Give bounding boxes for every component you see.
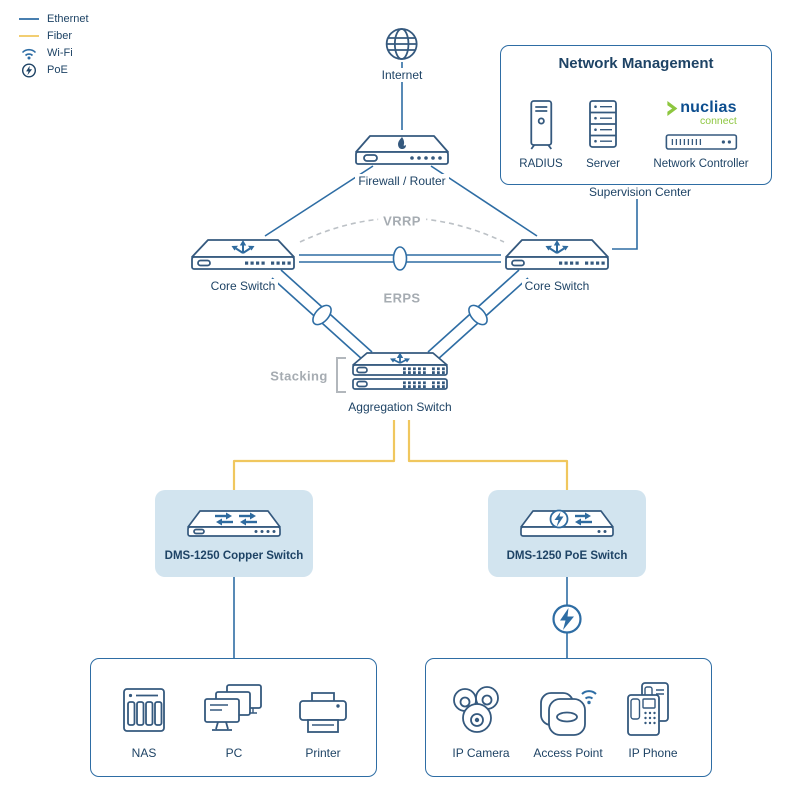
node-label: Aggregation Switch	[345, 400, 455, 415]
mgmt-item-server: Server	[586, 99, 620, 170]
stacking-label: Stacking	[265, 368, 333, 384]
globe-icon	[386, 28, 418, 60]
access-point-icon	[540, 690, 597, 736]
lag-ring-left	[312, 304, 332, 326]
dms-poe-switch-card: DMS-1250 PoE Switch	[488, 490, 646, 577]
ip-camera-icon	[453, 686, 499, 733]
lag-ring-center	[392, 246, 408, 271]
endpoint-label: IP Phone	[628, 746, 678, 760]
twisted-pair-arrows-icon	[215, 512, 257, 526]
core-switch-icon	[191, 239, 295, 270]
network-management-panel: Network Management RADIUS	[500, 45, 772, 185]
mgmt-item-radius: RADIUS	[519, 99, 563, 170]
vrrp-arc	[299, 217, 505, 243]
brand-subtitle: connect	[699, 115, 737, 127]
stacking-bracket	[336, 357, 346, 393]
node-label: Firewall / Router	[355, 174, 449, 189]
mgmt-item-label: RADIUS	[519, 158, 563, 170]
endpoint-printer: Printer	[294, 679, 352, 760]
legend-label: PoE	[47, 64, 68, 76]
endpoint-nas: NAS	[117, 679, 171, 760]
endpoint-label: Access Point	[533, 746, 603, 760]
ip-phone-icon	[627, 682, 669, 736]
endpoint-label: PC	[225, 746, 243, 760]
legend-item-wifi: Wi-Fi	[18, 46, 89, 60]
vrrp-label: VRRP	[378, 213, 426, 229]
link-firewall-core-left	[264, 165, 374, 237]
node-internet: Internet	[378, 24, 426, 83]
wifi-icon	[21, 48, 37, 60]
poe-icon	[21, 62, 37, 78]
nuclias-logo: nuclias connect	[665, 99, 737, 127]
branch-arrows-icon	[545, 240, 569, 254]
legend-label: Ethernet	[47, 13, 89, 25]
firewall-router-icon	[355, 135, 449, 165]
node-label: DMS-1250 Copper Switch	[164, 550, 304, 562]
core-switch-icon	[505, 239, 609, 270]
node-firewall: Firewall / Router	[352, 126, 452, 189]
legend-label: Wi-Fi	[47, 47, 73, 59]
dms-copper-switch-card: DMS-1250 Copper Switch	[155, 490, 313, 577]
brand-name: nuclias	[680, 99, 737, 116]
nas-icon	[123, 688, 165, 732]
stacked-switch-icon	[352, 352, 448, 390]
branch-arrows-icon	[231, 240, 255, 254]
fiber-line-swatch	[19, 35, 39, 37]
endpoint-access-point: Access Point	[531, 679, 605, 760]
fiber-agg-copper	[232, 420, 396, 490]
branch-arrows-icon	[390, 352, 410, 364]
endpoint-label: Printer	[305, 746, 341, 760]
mgmt-item-label: Network Controller	[653, 158, 749, 170]
lag-ring-right	[468, 304, 488, 326]
node-label: Internet	[378, 68, 426, 83]
node-aggregation-switch: Aggregation Switch	[345, 348, 455, 415]
erps-label: ERPS	[378, 290, 426, 306]
endpoint-label: IP Camera	[452, 746, 510, 760]
fiber-agg-poe	[407, 420, 569, 490]
node-core-switch-right: Core Switch	[502, 233, 612, 294]
poe-icon	[552, 604, 582, 634]
node-label: Core Switch	[207, 279, 279, 294]
tower-server-icon	[530, 100, 552, 150]
wifi-icon	[581, 690, 597, 705]
fiber-links	[232, 420, 569, 490]
legend-item-fiber: Fiber	[18, 29, 89, 43]
rack-server-icon	[589, 100, 617, 148]
supervision-center-label: Supervision Center	[584, 185, 696, 199]
legend-item-poe: PoE	[18, 62, 89, 78]
legend-label: Fiber	[47, 30, 73, 42]
ethernet-line-swatch	[19, 18, 39, 20]
mgmt-item-controller: nuclias connect Network Controller	[653, 99, 748, 170]
poe-bolt-icon	[549, 509, 569, 529]
panel-title: Network Management	[558, 55, 714, 72]
endpoint-pc: PC	[201, 679, 267, 760]
erps-ring	[271, 246, 529, 361]
poe-switch-icon	[520, 509, 614, 537]
copper-switch-icon	[187, 510, 281, 537]
node-label: DMS-1250 PoE Switch	[506, 550, 628, 562]
nuclias-mark-icon	[667, 100, 678, 116]
printer-icon	[299, 692, 347, 733]
endpoint-ip-phone: IP Phone	[620, 679, 686, 760]
link-management-core-right	[612, 186, 638, 250]
node-core-switch-left: Core Switch	[188, 233, 298, 294]
legend-item-ethernet: Ethernet	[18, 12, 89, 26]
poe-inline-badge	[550, 602, 584, 636]
twisted-pair-arrows-icon	[575, 512, 592, 526]
flame-icon	[398, 137, 406, 149]
network-controller-icon	[665, 134, 737, 150]
poe-endpoints-panel: IP Camera Access Point	[425, 658, 712, 777]
wired-endpoints-panel: NAS PC	[90, 658, 377, 777]
pc-icon	[204, 684, 262, 731]
endpoint-ip-camera: IP Camera	[445, 679, 517, 760]
endpoint-label: NAS	[131, 746, 157, 760]
legend: Ethernet Fiber Wi-Fi PoE	[18, 12, 89, 78]
node-label: Core Switch	[521, 279, 593, 294]
mgmt-item-label: Server	[586, 158, 620, 170]
